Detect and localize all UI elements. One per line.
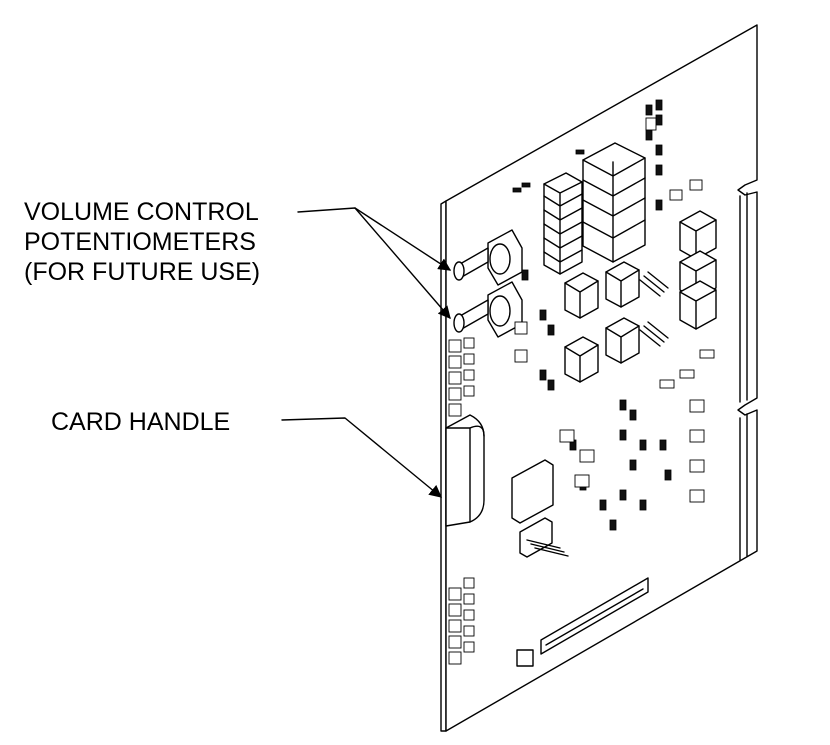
card-handle: [445, 414, 485, 527]
volume-label-line-3: (FOR FUTURE USE): [24, 258, 261, 286]
pin-header: [519, 517, 569, 558]
volume-label-line-1: VOLUME CONTROL: [24, 198, 259, 226]
relay-cluster-right: [679, 210, 717, 330]
square-pad: [516, 649, 534, 667]
card-handle-label: CARD HANDLE: [51, 407, 230, 437]
transformer-stack: [582, 142, 646, 263]
handle-leader-arrow: [281, 417, 442, 498]
ic-chip: [511, 459, 554, 524]
slot-connector: [540, 577, 649, 655]
handle-label-line-1: CARD HANDLE: [51, 408, 231, 436]
left-led-stack-lower: [448, 577, 475, 665]
left-led-stack-upper: [448, 337, 475, 417]
relay-column: [543, 172, 583, 275]
potentiometer-lower: [453, 281, 523, 338]
volume-leader-arrows: [297, 207, 452, 319]
circuit-board: [445, 24, 758, 732]
volume-label-line-2: POTENTIOMETERS: [24, 228, 256, 256]
volume-control-label: VOLUME CONTROL POTENTIOMETERS (FOR FUTUR…: [24, 197, 260, 287]
board-edge: [440, 200, 447, 732]
relay-cluster-center: [564, 261, 640, 383]
edge-connector: [739, 192, 748, 403]
potentiometer-upper: [453, 229, 523, 286]
smd-components: [512, 99, 715, 531]
